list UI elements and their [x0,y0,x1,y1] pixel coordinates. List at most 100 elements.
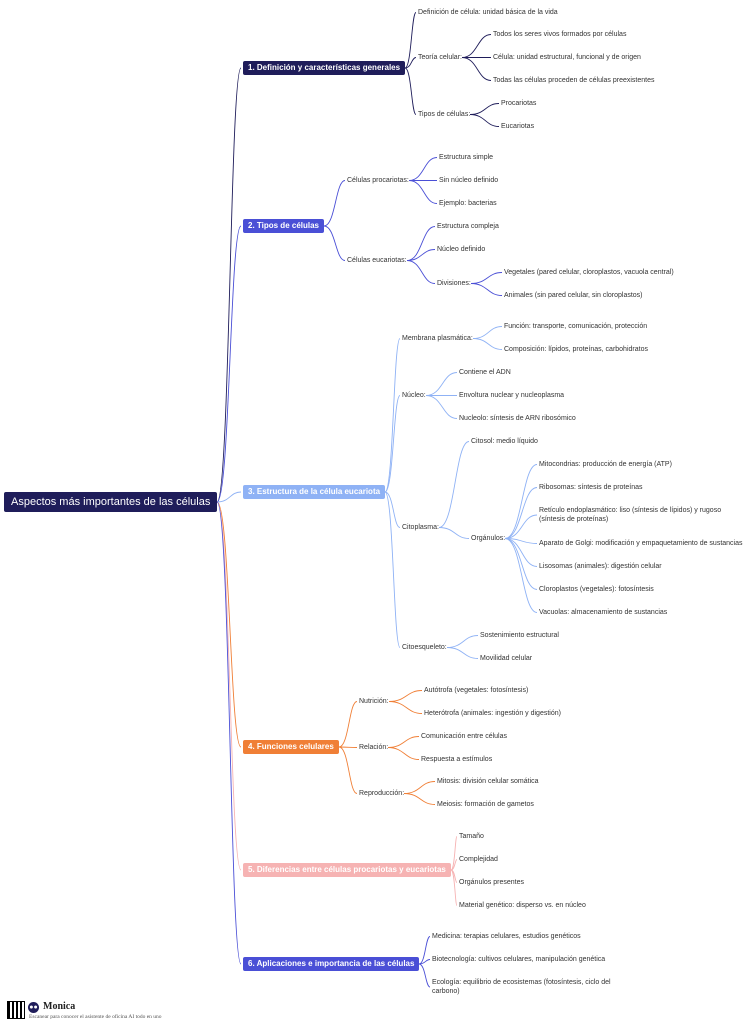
link-n3c1 [438,441,470,528]
monica-logo-icon: ●● [28,1002,39,1013]
branch-funciones: 4. Funciones celulares [243,740,339,754]
leaf-comunicacion: Comunicación entre células [421,732,507,740]
link-root-b2 [216,225,242,503]
link-n2a3 [408,180,438,204]
leaf-membrana-funcion: Función: transporte, comunicación, prote… [504,322,648,330]
node-divisiones: Divisiones: [437,279,471,287]
link-n3a [384,338,401,493]
leaf-autotrofa: Autótrofa (vegetales: fotosíntesis) [424,686,529,694]
link-root-b5 [216,501,242,871]
link-n5b [450,859,458,871]
link-n3d [384,491,401,648]
leaf-cloroplastos: Cloroplastos (vegetales): fotosíntesis [539,585,654,593]
node-organulos: Orgánulos: [471,534,506,542]
link-n3b [384,395,401,493]
branch-tipos: 2. Tipos de células [243,219,324,233]
link-n3a1 [472,326,503,339]
leaf-teoria-3: Todas las células proceden de células pr… [493,76,655,84]
link-n2a1 [408,157,438,181]
leaf-estructura-simple: Estructura simple [439,153,494,161]
link-root-b3 [216,491,242,503]
leaf-lisosomas: Lisosomas (animales): digestión celular [539,562,662,570]
link-n4c [338,746,358,794]
link-n2b2 [406,249,436,261]
node-nutricion: Nutrición: [359,697,389,705]
leaf-golgi: Aparato de Golgi: modificación y empaque… [539,539,743,547]
link-n6b [418,959,431,965]
leaf-sin-nucleo: Sin núcleo definido [439,176,499,184]
qr-code-icon [7,1001,25,1019]
link-n4a2 [388,701,423,714]
link-root-b1 [216,67,242,503]
link-n3o2 [504,487,538,539]
link-n3a2 [472,338,503,350]
brand-tagline: Escanear para conocer el asistente de of… [29,1014,162,1020]
leaf-biotecnologia: Biotecnología: cultivos celulares, manip… [432,955,606,963]
branch-aplicaciones: 6. Aplicaciones e importancia de las cél… [243,957,420,971]
node-citoesqueleto: Citoesqueleto: [402,643,447,651]
link-n5a [450,836,458,871]
link-n3c2 [438,527,470,539]
link-n3o3 [504,514,538,539]
leaf-reticulo: Retículo endoplasmático: liso (síntesis … [539,507,722,523]
leaf-teoria-2: Célula: unidad estructural, funcional y … [493,53,641,61]
link-n3d2 [446,647,479,659]
leaf-nucleo-definido: Núcleo definido [437,245,486,253]
leaf-citosol: Citosol: medio líquido [471,437,538,445]
node-celulas-procariotas: Células procariotas: [347,176,409,184]
leaf-ecologia: Ecología: equilibrio de ecosistemas (fot… [432,979,611,995]
brand-name: Monica [43,1001,76,1012]
branch-definicion: 1. Definición y características generale… [243,61,406,75]
link-n4b2 [387,747,420,760]
leaf-animales: Animales (sin pared celular, sin cloropl… [504,291,643,299]
leaf-organulos-presentes: Orgánulos presentes [459,878,524,886]
leaf-teoria-1: Todos los seres vivos formados por célul… [493,30,627,38]
leaf-vacuolas: Vacuolas: almacenamiento de sustancias [539,608,668,616]
leaf-heterotrofa: Heterótrofa (animales: ingestión y diges… [424,709,561,717]
leaf-movilidad: Movilidad celular [480,654,533,662]
link-n1c [404,67,417,115]
link-n4c1 [403,781,436,794]
leaf-nucleolo: Nucleolo: síntesis de ARN ribosómico [459,414,576,422]
leaf-medicina: Medicina: terapias celulares, estudios g… [432,932,581,940]
link-n2b1 [406,226,436,261]
leaf-material-genetico: Material genético: disperso vs. en núcle… [459,901,586,909]
leaf-estructura-compleja: Estructura compleja [437,222,499,230]
leaf-complejidad: Complejidad [459,855,498,863]
link-n2a [323,180,346,227]
link-n6a [418,936,431,965]
link-n3b3 [425,395,458,419]
link-n4b1 [387,736,420,748]
link-n4b [338,746,358,748]
link-n2b3a [470,272,503,284]
link-n1b1 [461,34,492,58]
link-n5d [450,869,458,906]
leaf-mitosis: Mitosis: división celular somática [437,777,539,785]
node-tipos-celulas: Tipos de células: [418,110,471,118]
link-n3o7 [504,538,538,613]
node-celulas-eucariotas: Células eucariotas: [347,256,407,264]
link-n3o1 [504,464,538,539]
leaf-ejemplo-bacterias: Ejemplo: bacterias [439,199,497,207]
link-n3o6 [504,538,538,590]
link-n4a1 [388,690,423,702]
node-definicion-celula: Definición de célula: unidad básica de l… [418,8,558,16]
leaf-tamano: Tamaño [459,832,484,840]
link-n2b [323,225,346,261]
leaf-procariotas: Procariotas [501,99,537,107]
leaf-vegetales: Vegetales (pared celular, cloroplastos, … [504,268,674,276]
branch-estructura: 3. Estructura de la célula eucariota [243,485,386,499]
link-n1c2 [469,114,500,127]
link-root-b6 [216,501,242,965]
leaf-eucariotas: Eucariotas [501,122,535,130]
leaf-sostenimiento: Sostenimiento estructural [480,631,559,639]
link-n3c [384,491,401,528]
node-citoplasma: Citoplasma: [402,523,439,531]
link-n1a [404,12,417,69]
branch-diferencias: 5. Diferencias entre células procariotas… [243,863,451,877]
root-node: Aspectos más importantes de las células [4,492,218,512]
link-n1b3 [461,57,492,81]
link-n3b1 [425,372,458,396]
link-n6c [418,963,431,988]
